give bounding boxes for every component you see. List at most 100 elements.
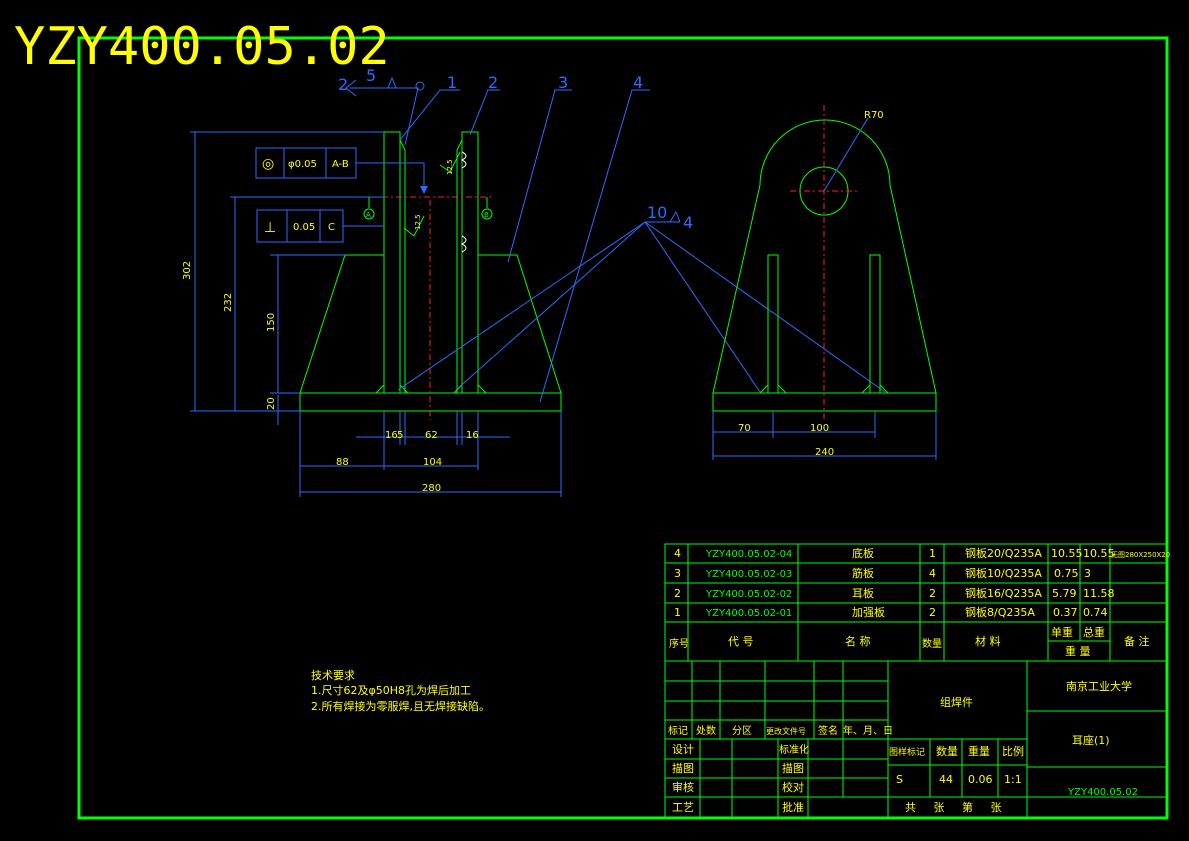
svg-text:YZY400.05.02-02: YZY400.05.02-02 (705, 589, 792, 600)
svg-text:4: 4 (683, 213, 693, 232)
dim-88: 88 (336, 457, 349, 468)
svg-text:数量: 数量 (936, 745, 958, 758)
svg-text:1: 1 (929, 547, 936, 560)
leader-balloon-2 (469, 89, 500, 136)
break-mark-bottom (460, 235, 467, 253)
svg-text:1:1: 1:1 (1004, 773, 1022, 786)
svg-text:A: A (366, 211, 371, 219)
svg-text:总重: 总重 (1083, 625, 1105, 639)
svg-text:1: 1 (674, 606, 681, 619)
svg-text:S: S (896, 773, 903, 786)
drawing-number-large: YZY400.05.02 (14, 17, 390, 77)
svg-text:YZY400.05.02-01: YZY400.05.02-01 (705, 608, 792, 619)
svg-text:图样标记: 图样标记 (889, 746, 925, 758)
svg-text:0.05: 0.05 (293, 222, 315, 233)
front-rib-right (869, 254, 881, 394)
dim-16-right: 16 (466, 430, 479, 441)
svg-text:3: 3 (1084, 567, 1091, 580)
university-name: 南京工业大学 (1066, 679, 1132, 693)
sheet-count: 共 张 第 张 (905, 800, 1002, 814)
svg-text:描图: 描图 (672, 761, 694, 775)
svg-text:更改文件号: 更改文件号 (766, 726, 806, 736)
svg-text:2: 2 (929, 587, 936, 600)
bom-header: 序号 代 号 名 称 数量 材 料 单重 总重 重 量 备 注 (669, 625, 1150, 658)
svg-text:◎: ◎ (262, 156, 274, 172)
svg-text:数量: 数量 (922, 637, 942, 650)
svg-text:5.79: 5.79 (1052, 587, 1077, 600)
dim-5: 5 (397, 430, 403, 441)
dim-104: 104 (423, 457, 442, 468)
svg-text:4: 4 (674, 547, 681, 560)
svg-text:年、月、日: 年、月、日 (843, 724, 893, 737)
svg-text:C: C (328, 222, 335, 233)
datum-b-marker: B (481, 197, 493, 220)
svg-text:2: 2 (929, 606, 936, 619)
front-rib-left (767, 254, 779, 394)
part-name: 耳座(1) (1072, 733, 1110, 747)
svg-text:单重: 单重 (1051, 625, 1073, 639)
svg-text:10.55: 10.55 (1051, 547, 1083, 560)
reinforce-plate-right (456, 139, 463, 393)
dim-240: 240 (815, 447, 834, 458)
dim-280: 280 (422, 483, 441, 494)
technical-requirements: 技术要求 1.尺寸62及φ50H8孔为焊后加工 2.所有焊接为零服焊,且无焊接缺… (311, 669, 490, 713)
roughness-symbol-1: 12.5 (403, 214, 425, 237)
ear-plate-right (461, 131, 479, 394)
balloon-1: 1 (447, 73, 457, 92)
break-mark-top (460, 151, 467, 169)
svg-text:技术要求: 技术要求 (311, 669, 355, 682)
svg-text:钢板8/Q235A: 钢板8/Q235A (965, 605, 1035, 619)
side-view: 302 232 150 20 16 5 62 16 88 104 280 ◎ φ… (182, 66, 886, 497)
dim-16-left: 16 (385, 430, 398, 441)
dim-232: 232 (223, 293, 234, 312)
dim-100: 100 (810, 423, 829, 434)
weld-fillet-4 (477, 384, 487, 394)
assembly-type: 组焊件 (940, 695, 973, 709)
balloon-2: 2 (488, 73, 498, 92)
svg-text:4: 4 (929, 567, 936, 580)
svg-text:加强板: 加强板 (852, 605, 885, 619)
radius-leader (823, 117, 869, 192)
svg-text:工艺: 工艺 (672, 801, 694, 814)
svg-text:材 料: 材 料 (975, 634, 1001, 648)
svg-text:0.74: 0.74 (1083, 606, 1108, 619)
svg-text:2: 2 (674, 587, 681, 600)
svg-text:钢板10/Q235A: 钢板10/Q235A (965, 566, 1042, 580)
svg-text:B: B (484, 211, 489, 219)
svg-text:签名: 签名 (818, 724, 838, 737)
svg-text:备 注: 备 注 (1124, 634, 1150, 648)
rib-left (299, 254, 384, 394)
svg-text:筋板: 筋板 (852, 566, 874, 580)
weld-symbol-10: 10 4 (397, 203, 886, 393)
balloon-3: 3 (558, 73, 568, 92)
svg-text:12.5: 12.5 (414, 214, 422, 230)
drawing-number-small: YZY400.05.02 (1067, 787, 1138, 798)
radius-label: R70 (864, 110, 884, 121)
svg-text:标准化: 标准化 (779, 743, 809, 756)
svg-text:φ0.05: φ0.05 (288, 159, 317, 170)
reinforce-plate-left (399, 139, 406, 393)
svg-text:校对: 校对 (782, 780, 804, 794)
weld-fillet-2 (399, 384, 409, 394)
svg-text:12.5: 12.5 (446, 159, 454, 175)
dim-62: 62 (425, 430, 438, 441)
svg-text:描图: 描图 (782, 761, 804, 775)
svg-text:分区: 分区 (732, 725, 752, 737)
svg-text:YZY400.05.02-04: YZY400.05.02-04 (705, 549, 792, 560)
dim-150: 150 (266, 313, 277, 332)
svg-text:44: 44 (939, 773, 953, 786)
svg-text:10.55: 10.55 (1083, 547, 1115, 560)
svg-text:重量: 重量 (968, 744, 990, 758)
svg-text:11.58: 11.58 (1083, 587, 1115, 600)
front-base-plate (712, 392, 937, 412)
svg-text:无图280X250X20: 无图280X250X20 (1111, 551, 1170, 559)
svg-text:耳板: 耳板 (852, 586, 874, 600)
svg-text:钢板20/Q235A: 钢板20/Q235A (965, 546, 1042, 560)
svg-text:0.75: 0.75 (1054, 567, 1079, 580)
svg-text:批准: 批准 (782, 800, 804, 814)
svg-text:重 量: 重 量 (1065, 644, 1091, 658)
svg-text:5: 5 (366, 66, 376, 85)
svg-text:钢板16/Q235A: 钢板16/Q235A (965, 586, 1042, 600)
front-view: R70 70 100 240 (712, 105, 937, 460)
